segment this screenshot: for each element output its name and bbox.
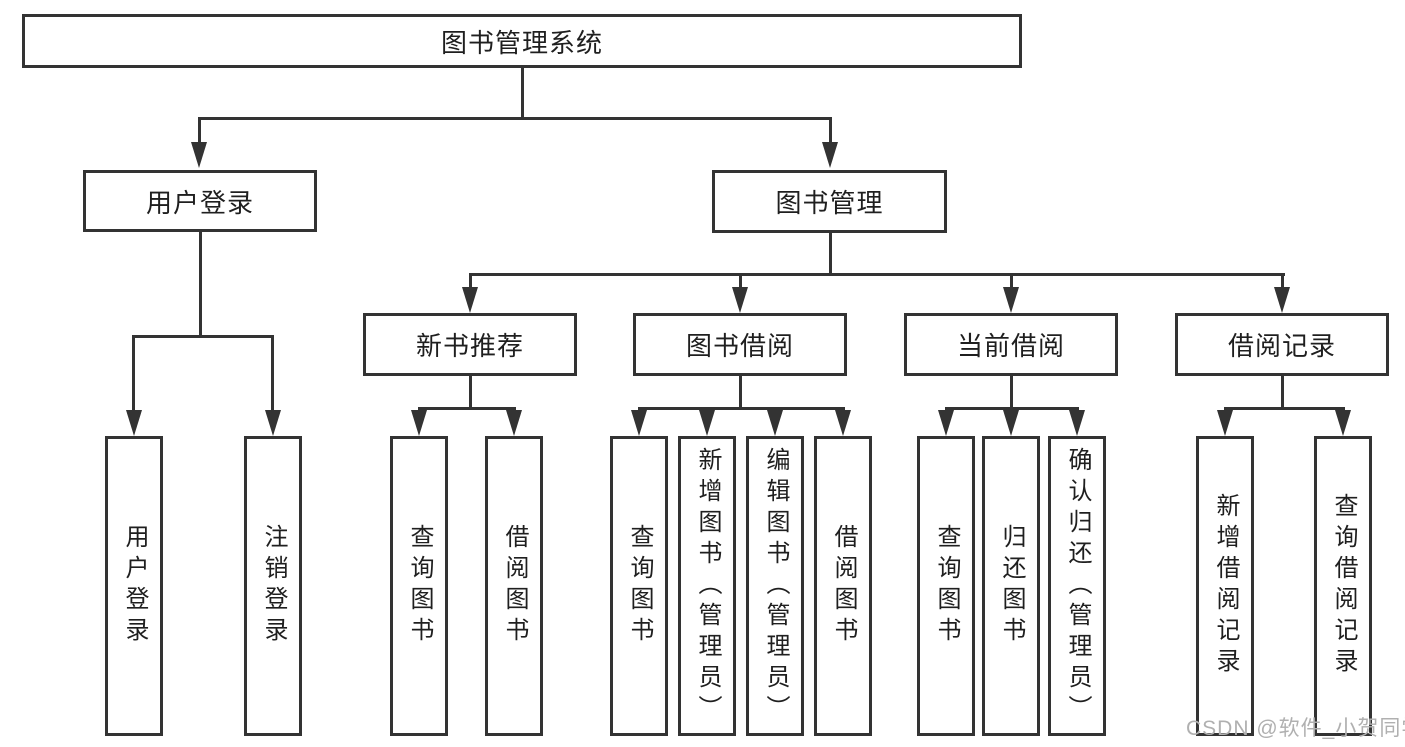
arrow-down-icon (938, 410, 954, 436)
leaf-label: 查询图书 (933, 524, 960, 648)
node-module-book-borrow: 图书借阅 (633, 313, 847, 376)
leaf-label: 借阅图书 (501, 524, 528, 648)
leaf-add-borrow-record: 新增借阅记录 (1196, 436, 1254, 736)
connector-module-stem (1280, 376, 1284, 409)
csdn-watermark: CSDN @软件_小贺同学 (1186, 717, 1405, 740)
leaf-label: 借阅图书 (830, 524, 857, 648)
arrow-down-icon (1069, 410, 1085, 436)
arrow-down-icon (699, 410, 715, 436)
leaf-label: 用户登录 (121, 524, 148, 648)
connector-drop (738, 273, 742, 290)
connector-user-bar (132, 335, 274, 338)
arrow-down-icon (822, 142, 838, 168)
node-book-management-branch: 图书管理 (712, 170, 947, 233)
leaf-edit-books-admin: 编辑图书（管理员） (746, 436, 804, 736)
leaf-query-borrow-record: 查询借阅记录 (1314, 436, 1372, 736)
connector-mgmt-stem (828, 233, 832, 275)
leaf-label: 查询图书 (406, 524, 433, 648)
arrow-down-icon (1217, 410, 1233, 436)
connector-drop (828, 117, 832, 145)
connector-drop (1280, 273, 1284, 290)
connector-drop (271, 335, 274, 413)
leaf-label: 新增借阅记录 (1212, 493, 1239, 679)
leaf-label: 注销登录 (260, 524, 287, 648)
arrow-down-icon (1003, 287, 1019, 313)
connector-root-bar (197, 117, 832, 120)
leaf-return-books: 归还图书 (982, 436, 1040, 736)
leaf-label: 新增图书（管理员） (694, 446, 721, 726)
leaf-user-login: 用户登录 (105, 436, 163, 736)
leaf-borrow-books: 借阅图书 (814, 436, 872, 736)
connector-drop (1009, 273, 1013, 290)
arrow-down-icon (125, 410, 142, 436)
node-root: 图书管理系统 (22, 14, 1022, 68)
arrow-down-icon (732, 287, 748, 313)
connector-drop (132, 335, 135, 413)
arrow-down-icon (411, 410, 427, 436)
leaf-logout: 注销登录 (244, 436, 302, 736)
arrow-down-icon (1003, 410, 1019, 436)
arrow-down-icon (1274, 287, 1290, 313)
leaf-query-books-recommend: 查询图书 (390, 436, 448, 736)
connector-root-stem (520, 68, 524, 118)
connector-drop (468, 273, 472, 290)
node-user-login-branch: 用户登录 (83, 170, 317, 232)
connector-drop (197, 117, 201, 145)
leaf-label: 确认归还（管理员） (1064, 446, 1091, 726)
connector-module-stem (1009, 376, 1013, 409)
connector-module-stem (738, 376, 742, 409)
arrow-down-icon (835, 410, 851, 436)
arrow-down-icon (506, 410, 522, 436)
connector-module-bar (1223, 407, 1345, 410)
node-module-current-borrow: 当前借阅 (904, 313, 1118, 376)
connector-module-bar (637, 407, 845, 410)
arrow-down-icon (462, 287, 478, 313)
connector-user-stem (198, 232, 202, 336)
arrow-down-icon (631, 410, 647, 436)
leaf-label: 归还图书 (998, 524, 1025, 648)
connector-module-bar (417, 407, 516, 410)
leaf-query-books-current: 查询图书 (917, 436, 975, 736)
connector-module-stem (468, 376, 472, 409)
connector-mgmt-bar (468, 273, 1285, 276)
leaf-query-books-borrow: 查询图书 (610, 436, 668, 736)
leaf-confirm-return-admin: 确认归还（管理员） (1048, 436, 1106, 736)
arrow-down-icon (191, 142, 207, 168)
node-module-borrow-record: 借阅记录 (1175, 313, 1389, 376)
leaf-borrow-books-recommend: 借阅图书 (485, 436, 543, 736)
leaf-label: 查询图书 (626, 524, 653, 648)
leaf-add-books-admin: 新增图书（管理员） (678, 436, 736, 736)
leaf-label: 编辑图书（管理员） (762, 446, 789, 726)
leaf-label: 查询借阅记录 (1330, 493, 1357, 679)
arrow-down-icon (1335, 410, 1351, 436)
node-module-new-book-recommend: 新书推荐 (363, 313, 577, 376)
arrow-down-icon (767, 410, 783, 436)
arrow-down-icon (264, 410, 281, 436)
